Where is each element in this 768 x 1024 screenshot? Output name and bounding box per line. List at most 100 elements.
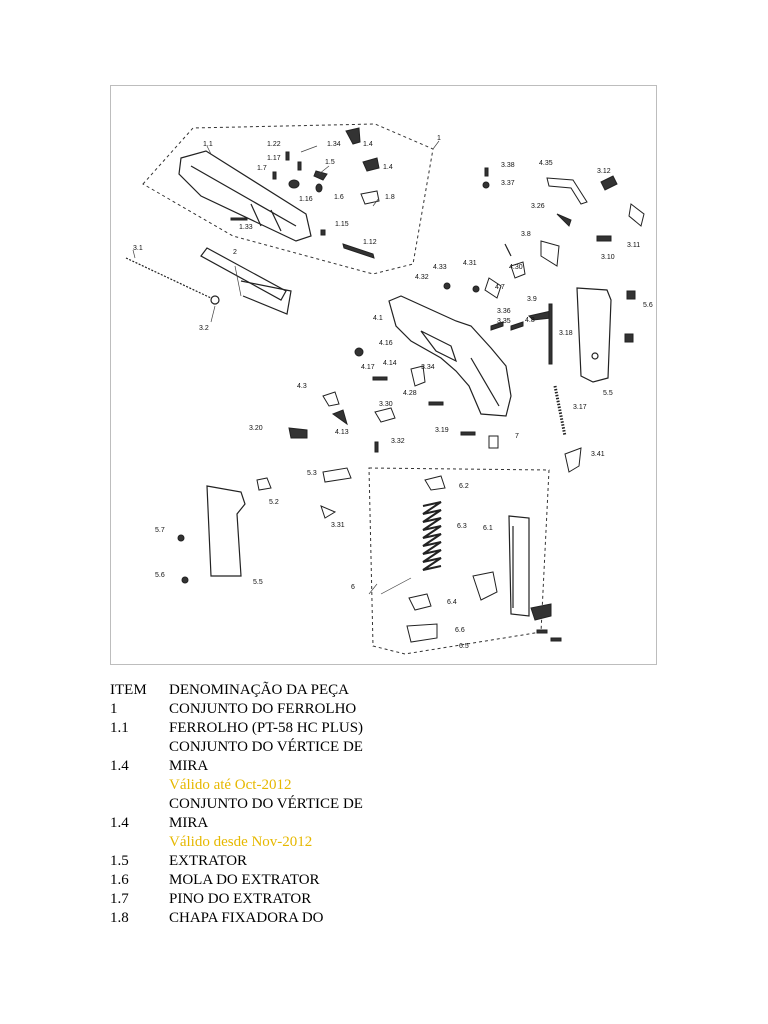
part-label-3-18: 3.18 [559,330,573,337]
table-row: 1.4 CONJUNTO DO VÉRTICE DE MIRA Válido d… [110,795,430,852]
part-label-3-2: 3.2 [199,325,209,332]
recoil-spring-part [125,257,220,305]
part-label-4-16: 4.16 [379,340,393,347]
table-row: 1.7 PINO DO EXTRATOR [110,890,430,909]
part-label-1-7: 1.7 [257,165,267,172]
part-label-3-8: 3.8 [521,231,531,238]
part-label-3-34: 3.34 [421,364,435,371]
header-name: DENOMINAÇÃO DA PEÇA [169,682,350,698]
table-row: 1.5 EXTRATOR [110,852,430,871]
row-name: FERROLHO (PT-58 HC PLUS) [169,720,364,736]
row-item: 1.6 [110,872,129,888]
part-label-3-36: 3.36 [497,308,511,315]
magazine-part [508,515,530,617]
part-label-3-37: 3.37 [501,180,515,187]
part-label-1-8: 1.8 [385,194,395,201]
row-item: 1.8 [110,910,129,926]
part-label-5-5: 5.5 [253,579,263,586]
part-label-5-6: 5.6 [643,302,653,309]
part-label-3-10: 3.10 [601,254,615,261]
validity-note: Válido até Oct-2012 [169,777,292,793]
diagram-drawing: 1 1.1 1.22 1.17 1.7 1.16 1.5 1.6 1.34 1.… [125,123,653,655]
part-label-5-6: 5.6 [155,572,165,579]
part-label-4-1: 4.1 [373,315,383,322]
part-label-6-6: 6.6 [455,627,465,634]
part-label-3-19: 3.19 [435,427,449,434]
slide-group-outline [142,123,434,275]
part-label-1-5: 1.5 [325,159,335,166]
part-label-5-3: 5.3 [307,470,317,477]
part-label-3-9: 3.9 [527,296,537,303]
part-label-5-5: 5.5 [603,390,613,397]
row-name-cell: CONJUNTO DO VÉRTICE DE MIRA Válido desde… [169,795,389,852]
table-row: 1.8 CHAPA FIXADORA DO [110,909,430,928]
part-label-7: 7 [515,433,519,440]
part-label-1-33: 1.33 [239,224,253,231]
parts-table: ITEM DENOMINAÇÃO DA PEÇA 1 CONJUNTO DO F… [110,681,430,928]
part-label-1-15: 1.15 [335,221,349,228]
part-label-6-4: 6.4 [447,599,457,606]
barrel-part [200,247,292,315]
part-label-1-34: 1.34 [327,141,341,148]
part-label-4-28: 4.28 [403,390,417,397]
row-name: CHAPA FIXADORA DO [169,910,324,926]
part-label-6-3: 6.3 [457,523,467,530]
part-label-6-2: 6.2 [459,483,469,490]
row-item: 1.4 [110,758,129,774]
part-label-4-13: 4.13 [335,429,349,436]
part-label-3-12: 3.12 [597,168,611,175]
row-item: 1.5 [110,853,129,869]
part-label-1-22: 1.22 [267,141,281,148]
part-label-3-26: 3.26 [531,203,545,210]
part-label-1-6: 1.6 [334,194,344,201]
part-label-1-4: 1.4 [363,141,373,148]
magazine-group-outline [368,467,550,655]
row-item: 1.1 [110,720,129,736]
exploded-parts-diagram: 1 1.1 1.22 1.17 1.7 1.16 1.5 1.6 1.34 1.… [110,85,657,665]
part-label-5-7: 5.7 [155,527,165,534]
part-label-4-30: 4.30 [509,264,523,271]
row-name: MOLA DO EXTRATOR [169,872,320,888]
part-label-4-14: 4.14 [383,360,397,367]
row-name: EXTRATOR [169,853,248,869]
part-label-3-38: 3.38 [501,162,515,169]
row-item: 1 [110,701,118,717]
part-label-4-7: 4.7 [495,284,505,291]
row-name: CONJUNTO DO VÉRTICE DE MIRA [169,739,363,774]
row-name: CONJUNTO DO FERROLHO [169,701,357,717]
validity-note: Válido desde Nov-2012 [169,834,313,850]
part-label-3-41: 3.41 [591,451,605,458]
part-label-3-20: 3.20 [249,425,263,432]
frame-part [388,295,512,417]
row-name-cell: CONJUNTO DO VÉRTICE DE MIRA Válido até O… [169,738,389,795]
row-name: PINO DO EXTRATOR [169,891,312,907]
part-label-4-8: 4.8 [525,317,535,324]
part-label-4-33: 4.33 [433,264,447,271]
part-label-1: 1 [437,135,441,142]
row-item: 1.4 [110,815,129,831]
table-row: 1.4 CONJUNTO DO VÉRTICE DE MIRA Válido a… [110,738,430,795]
part-label-2: 2 [233,249,237,256]
part-label-4-32: 4.32 [415,274,429,281]
left-grip-part [206,485,246,577]
right-grip-part [576,287,612,383]
part-label-3-11: 3.11 [627,242,640,249]
row-name: CONJUNTO DO VÉRTICE DE MIRA [169,796,363,831]
slide-part [178,150,312,242]
header-item: ITEM [110,682,147,698]
part-label-4-17: 4.17 [361,364,375,371]
part-label-6: 6 [351,584,355,591]
part-label-3-35: 3.35 [497,318,511,325]
part-label-5-2: 5.2 [269,499,279,506]
part-label-4-31: 4.31 [463,260,477,267]
part-label-3-32: 3.32 [391,438,405,445]
part-label-3-30: 3.30 [379,401,393,408]
table-row: 1.1 FERROLHO (PT-58 HC PLUS) [110,719,430,738]
table-row: 1 CONJUNTO DO FERROLHO [110,700,430,719]
part-label-1-1: 1.1 [203,141,213,148]
part-label-6-1: 6.1 [483,525,493,532]
part-label-1-16: 1.16 [299,196,313,203]
part-label-1-12: 1.12 [363,239,377,246]
part-label-4-35: 4.35 [539,160,553,167]
part-label-1-17: 1.17 [267,155,281,162]
